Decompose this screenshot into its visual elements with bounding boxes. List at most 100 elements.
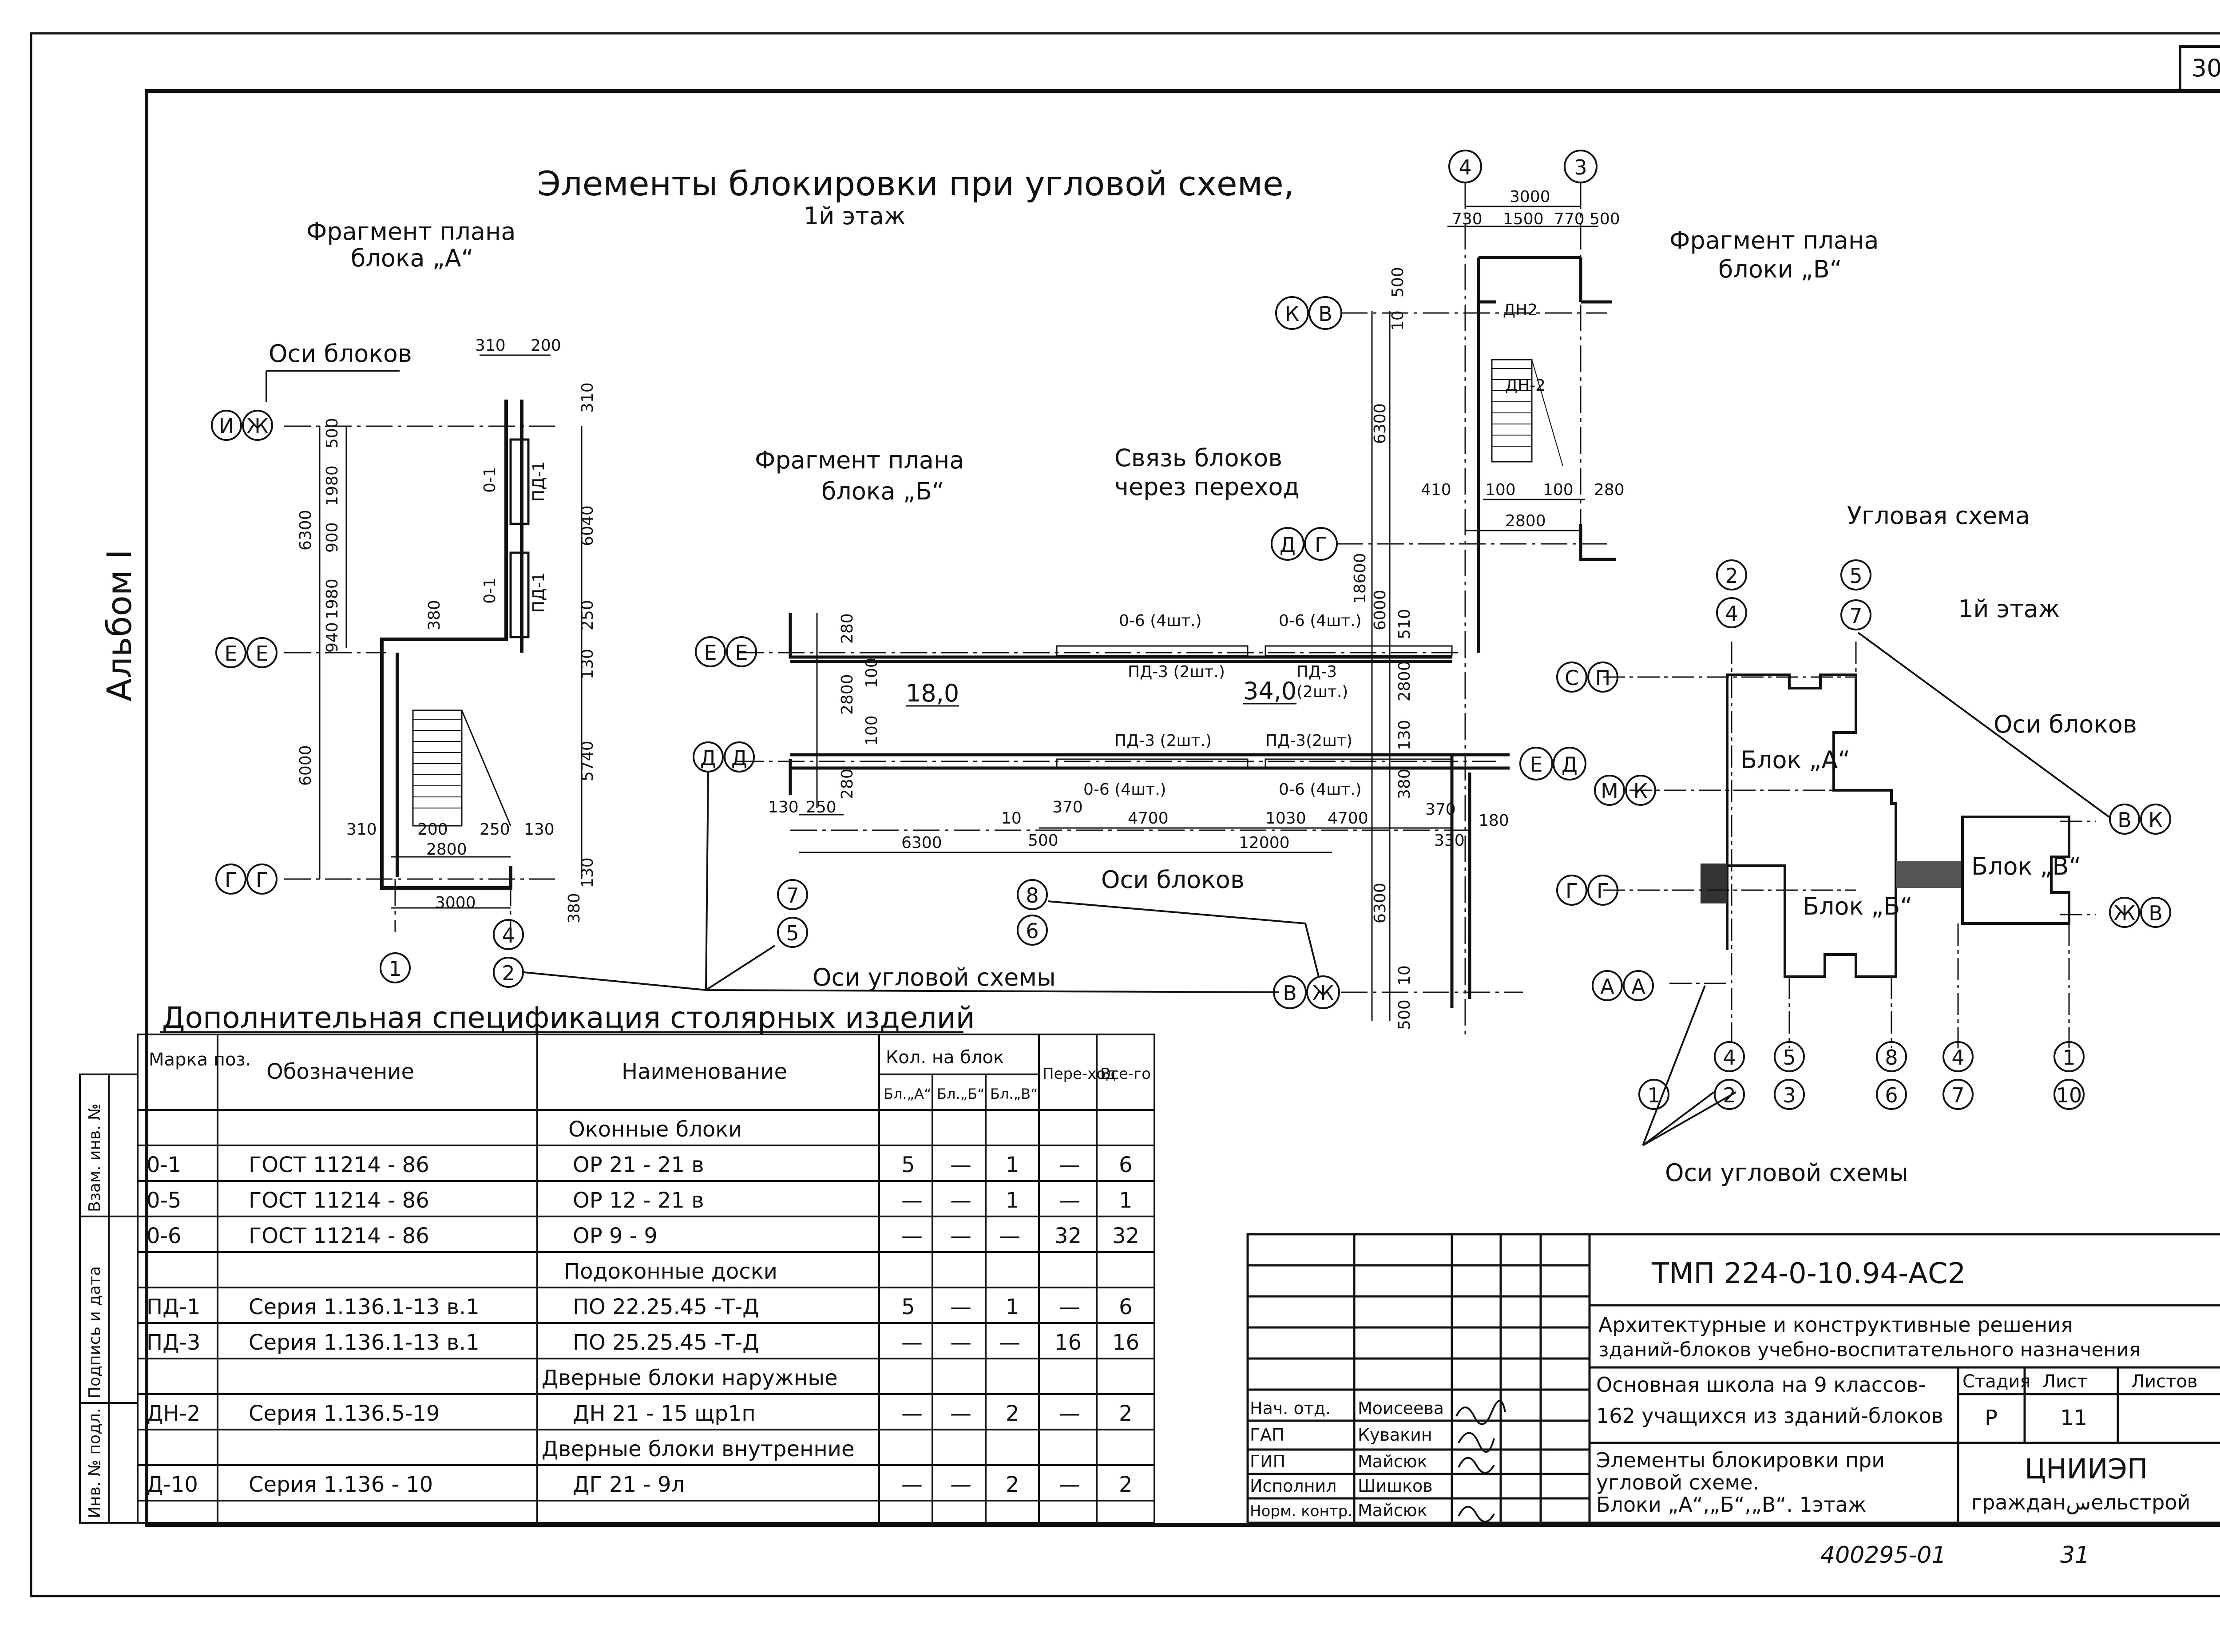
axis-markers-b: Е Е Д Д 7 5 8 6 <box>693 636 1048 948</box>
dim-a-130: 130 <box>579 649 597 679</box>
dim-v-500: 500 <box>1590 210 1620 228</box>
sheet-number-box <box>2179 45 2220 92</box>
spec-total: 6 <box>1119 1295 1133 1319</box>
window-strip-3 <box>1056 758 1249 770</box>
dim-v-10b: 10 <box>1395 965 1414 986</box>
corner-hatch-link <box>1896 861 1962 888</box>
dim-a-200b: 200 <box>417 820 448 839</box>
dim-a-380: 380 <box>425 600 444 630</box>
dim-a-940: 940 <box>323 622 341 653</box>
tb-role: Норм. контр. <box>1250 1502 1352 1520</box>
spec-row: 0-5 ГОСТ 11214 - 86 ОР 12 - 21 в — — 1 —… <box>147 1188 1133 1213</box>
axis-b-d1: Д <box>700 746 716 770</box>
corner-axis-t-2: 2 <box>1725 564 1738 588</box>
axis-v-v: В <box>1318 302 1332 326</box>
spec-row: 0-6 ГОСТ 11214 - 86 ОР 9 - 9 — — — 32 32 <box>147 1224 1139 1248</box>
tb-role: Исполнил <box>1250 1476 1337 1496</box>
axis-b-5: 5 <box>786 921 799 945</box>
dim-b-1030: 1030 <box>1265 809 1306 828</box>
spec-mark: 0-6 <box>147 1224 181 1248</box>
fragment-v-axis-lines <box>1336 182 1607 1034</box>
spec-des: ГОСТ 11214 - 86 <box>249 1153 429 1177</box>
tb-person: Моисеева <box>1358 1398 1444 1418</box>
dim-v-6300: 6300 <box>1371 403 1389 444</box>
axes-corner-leader <box>523 772 1279 993</box>
dim-b-280: 280 <box>838 613 856 644</box>
dim-a-5740: 5740 <box>579 741 597 781</box>
tb-sheet-1: Элементы блокировки при <box>1596 1448 1885 1472</box>
spec-a: — <box>901 1472 923 1497</box>
area-34: 34,0 <box>1243 677 1296 705</box>
tb-role: ГИП <box>1250 1452 1285 1471</box>
spec-h-qty: Кол. на блок <box>886 1047 1004 1068</box>
spec-des: ГОСТ 11214 - 86 <box>249 1224 429 1248</box>
window-o1-a <box>509 438 530 525</box>
spec-t: — <box>1059 1472 1080 1497</box>
corner-leaders <box>1642 632 2110 1146</box>
label-o1-a: 0-1 <box>481 467 499 493</box>
dim-v-770: 770 <box>1554 210 1585 228</box>
dim-v-2800b: 2800 <box>1395 661 1414 701</box>
fragment-v-walls <box>1450 256 1616 1008</box>
axis-b-6: 6 <box>1026 919 1039 943</box>
label-pd3-b2: (2шт.) <box>1296 683 1348 701</box>
corner-axis-a1: А <box>1600 975 1614 998</box>
fragment-b: Фрагмент плана блока „Б“ Связь блоков че… <box>523 444 1510 993</box>
label-o6-b: 0-6 (4шт.) <box>1279 612 1362 630</box>
footer-num: 31 <box>2060 1542 2089 1569</box>
tb-proj-1: Основная школа на 9 классов- <box>1596 1373 1926 1397</box>
spec-row: ДН-2 Серия 1.136.5-19 ДН 21 - 15 щр1п — … <box>147 1401 1133 1426</box>
corner-axis-t-5: 5 <box>1849 564 1862 588</box>
axes-blocks-mid: Оси блоков <box>1101 866 1245 894</box>
dim-a-1980: 1980 <box>323 465 341 506</box>
stair-a <box>412 709 511 827</box>
spec-b: — <box>950 1188 971 1213</box>
spec-t: — <box>1059 1188 1080 1213</box>
dim-a-1980b: 1980 <box>323 578 341 619</box>
corner-axis-k: К <box>1633 779 1648 803</box>
axis-a-zh: Ж <box>246 414 269 438</box>
label-o6-a: 0-6 (4шт.) <box>1119 612 1202 630</box>
corner-axis-t-4: 4 <box>1725 602 1738 626</box>
spec-b: — <box>950 1330 971 1355</box>
dim-a-6000: 6000 <box>297 745 315 786</box>
spec-b: — <box>950 1401 971 1426</box>
dim-b-2800: 2800 <box>838 674 856 715</box>
corridor-walls <box>789 613 1510 795</box>
tb-list: 11 <box>2060 1406 2087 1430</box>
corner-axis-b-2: 2 <box>1723 1083 1736 1107</box>
axis-b-e1: Е <box>704 641 717 665</box>
spec-des: Серия 1.136.5-19 <box>249 1401 440 1426</box>
dim-v-130: 130 <box>1395 720 1414 750</box>
spec-t: — <box>1059 1401 1080 1426</box>
label-o6-d: 0-6 (4шт.) <box>1279 780 1362 799</box>
dim-b-500: 500 <box>1028 832 1058 850</box>
dim-b-100b: 100 <box>863 715 881 746</box>
spec-total: 16 <box>1112 1330 1139 1355</box>
corner-block-a-b-outline <box>1726 673 1897 978</box>
dim-b-4700b: 4700 <box>1328 809 1368 828</box>
fragment-v: Фрагмент плана блоки „В“ 4 3 К В Д Г Е Д… <box>1271 150 1879 1034</box>
dim-a-310: 310 <box>475 337 506 355</box>
corner-axis-a2: А <box>1631 975 1645 998</box>
dim-a-310c: 310 <box>346 820 377 839</box>
spec-section-inner-doors: Дверные блоки внутренние <box>542 1437 854 1462</box>
axis-a-1: 1 <box>388 957 401 981</box>
album-label: Альбом I <box>99 549 139 701</box>
dim-a-250: 250 <box>579 600 597 630</box>
spec-total: 2 <box>1119 1401 1133 1426</box>
dim-a-3000: 3000 <box>435 894 476 912</box>
spec-v: — <box>999 1330 1020 1355</box>
spec-mark: Д-10 <box>147 1472 198 1497</box>
fragment-b-axis-lines <box>737 652 1496 831</box>
tb-sheet-3: Блоки „А“,„Б“,„В“. 1этаж <box>1596 1493 1866 1517</box>
sheet-number: 30 <box>2192 54 2220 82</box>
axes-corner-mid: Оси угловой схемы <box>813 963 1056 991</box>
label-pd3-b: ПД-3 <box>1296 663 1337 681</box>
axis-markers-a: И Ж Е Е Г Г 1 4 2 <box>211 410 524 988</box>
dim-v-330: 330 <box>1434 832 1465 850</box>
tb-person: Кувакин <box>1358 1425 1432 1445</box>
spec-a: — <box>901 1224 923 1248</box>
dim-v-280: 280 <box>1594 481 1625 499</box>
dim-b-4700: 4700 <box>1128 809 1169 828</box>
